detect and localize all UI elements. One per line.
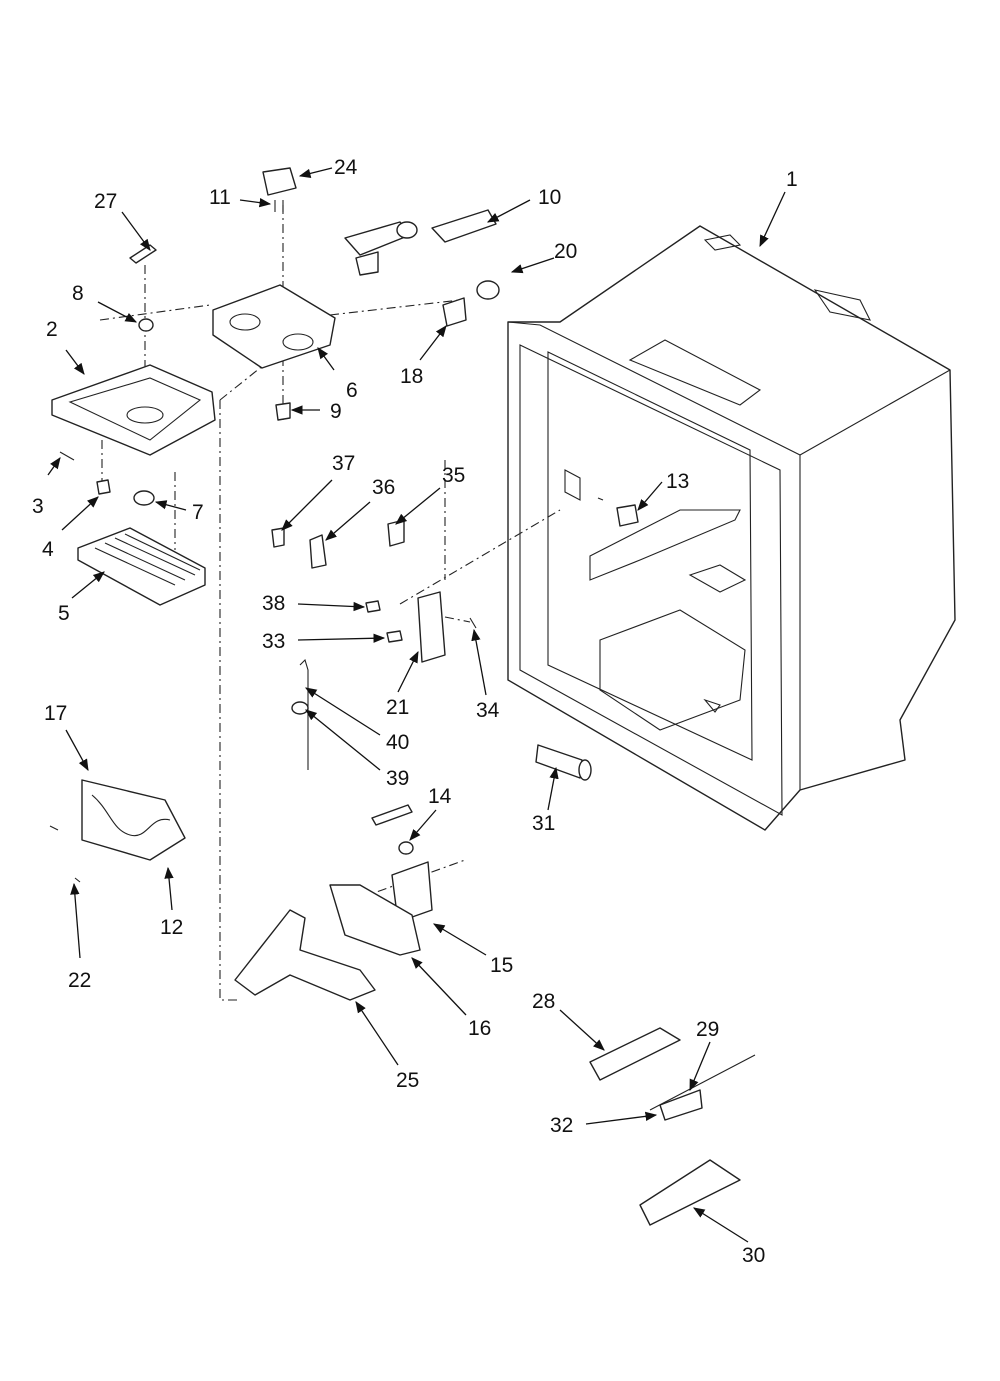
part-17-heater [49, 779, 186, 883]
callout-14: 14 [428, 785, 452, 808]
callout-11: 11 [209, 186, 231, 209]
part-6-damper-plate [212, 284, 336, 369]
callout-17: 17 [44, 702, 67, 725]
callout-3: 3 [32, 495, 44, 518]
part-39-40-tube [291, 658, 309, 770]
small-hardware-top-left [59, 244, 291, 506]
callout-1: 1 [786, 168, 798, 191]
callout-29: 29 [696, 1018, 719, 1041]
part-31-cylinder [535, 744, 592, 781]
callout-35: 35 [442, 464, 465, 487]
callout-31: 31 [532, 812, 555, 835]
callout-6: 6 [346, 379, 358, 402]
callout-32: 32 [550, 1114, 573, 1137]
leader-arrows [47, 167, 786, 1243]
callout-36: 36 [372, 476, 395, 499]
callout-9: 9 [330, 400, 342, 423]
callout-10: 10 [538, 186, 561, 209]
part-13-bracket [597, 497, 639, 527]
callout-30: 30 [742, 1244, 765, 1267]
callout-28: 28 [532, 990, 555, 1013]
callout-38: 38 [262, 592, 285, 615]
callout-15: 15 [490, 954, 513, 977]
callout-25: 25 [396, 1069, 419, 1092]
callout-20: 20 [554, 240, 577, 263]
callout-5: 5 [58, 602, 70, 625]
light-assemblies [344, 209, 500, 327]
callout-12: 12 [160, 916, 183, 939]
part-16-bracket [329, 884, 421, 956]
callout-16: 16 [468, 1017, 491, 1040]
callout-4: 4 [42, 538, 54, 561]
small-hardware-middle [271, 519, 477, 663]
callout-39: 39 [386, 767, 409, 790]
callout-24: 24 [334, 156, 358, 179]
cabinet-liner [507, 225, 956, 831]
callout-2: 2 [46, 318, 58, 341]
part-25-chute [234, 909, 376, 1001]
callout-33: 33 [262, 630, 285, 653]
part-29-32-tube [649, 1054, 756, 1121]
callout-labels: 1 2 3 4 5 6 7 8 9 10 11 12 13 14 15 16 1… [32, 156, 798, 1267]
callout-37: 37 [332, 452, 355, 475]
callout-21: 21 [386, 696, 409, 719]
part-30-bracket [639, 1159, 741, 1226]
part-2-housing-plate [51, 364, 216, 456]
part-28-bracket [589, 1027, 681, 1081]
callout-18: 18 [400, 365, 423, 388]
part-24-damper-motor [262, 167, 297, 212]
part-5-grille [77, 527, 206, 606]
callout-13: 13 [666, 470, 689, 493]
callout-22: 22 [68, 969, 91, 992]
callout-8: 8 [72, 282, 84, 305]
callout-40: 40 [386, 731, 409, 754]
callout-7: 7 [192, 501, 204, 524]
callout-34: 34 [476, 699, 500, 722]
callout-27: 27 [94, 190, 117, 213]
